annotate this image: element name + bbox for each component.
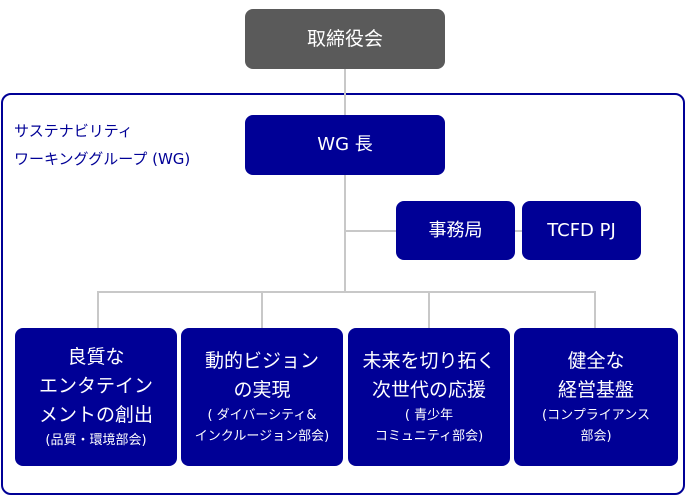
connector-committee-4 — [594, 291, 596, 329]
committee-subtitle-line: インクルージョン部会) — [194, 429, 330, 444]
committee-title-line: 未来を切り拓く — [362, 350, 496, 372]
committee-subtitle-line: ( 青少年 — [404, 408, 454, 423]
secretariat-box: 事務局 — [396, 201, 515, 260]
committee-youth-community: 未来を切り拓く 次世代の応援 ( 青少年 コミュニティ部会) — [348, 328, 510, 466]
working-group-title-line-2: ワーキンググループ (WG) — [14, 150, 191, 168]
committee-title-line: 次世代の応援 — [371, 379, 486, 401]
board-label: 取締役会 — [306, 28, 383, 50]
working-group-title-line-1: サステナビリティ — [14, 122, 133, 140]
committee-subtitle-line: ( ダイバーシティ& — [207, 408, 317, 423]
working-group-frame — [1, 93, 685, 495]
committee-compliance: 健全な 経営基盤 (コンプライアンス 部会) — [514, 328, 678, 466]
tcfd-project-box: TCFD PJ — [522, 201, 641, 260]
committee-title-line: 動的ビジョン — [204, 350, 319, 372]
working-group-title: サステナビリティ ワーキンググループ (WG) — [14, 117, 190, 173]
committee-subtitle-line: コミュニティ部会) — [374, 429, 484, 444]
committee-title-line: 経営基盤 — [557, 379, 634, 401]
committee-title-line: 良質な — [67, 346, 125, 368]
committee-title-line: エンタテイン — [38, 375, 153, 397]
connector-committee-3 — [428, 291, 430, 329]
tcfd-project-label: TCFD PJ — [547, 219, 616, 241]
connector-committee-2 — [261, 291, 263, 329]
connector-secretariat-branch — [346, 230, 398, 232]
committee-quality-environment: 良質な エンタテイン メントの創出 (品質・環境部会) — [15, 328, 177, 466]
committee-subtitle-line: (コンプライアンス — [542, 408, 650, 423]
board-of-directors-box: 取締役会 — [245, 9, 445, 69]
wg-leader-label: WG 長 — [317, 134, 373, 155]
connector-horizontal-bus — [97, 291, 596, 293]
wg-leader-box: WG 長 — [245, 115, 445, 175]
committee-title-line: の実現 — [233, 379, 291, 401]
committee-subtitle-line: (品質・環境部会) — [45, 433, 147, 448]
connector-secretariat-to-tcfd — [513, 230, 523, 232]
connector-wg-trunk — [344, 174, 346, 292]
committee-title-line: メントの創出 — [38, 404, 153, 426]
connector-committee-1 — [97, 291, 99, 329]
committee-diversity-inclusion: 動的ビジョン の実現 ( ダイバーシティ& インクルージョン部会) — [181, 328, 343, 466]
committee-title-line: 健全な — [567, 350, 625, 372]
connector-board-to-wg — [344, 68, 346, 116]
secretariat-label: 事務局 — [428, 219, 483, 241]
committee-subtitle-line: 部会) — [580, 429, 612, 444]
